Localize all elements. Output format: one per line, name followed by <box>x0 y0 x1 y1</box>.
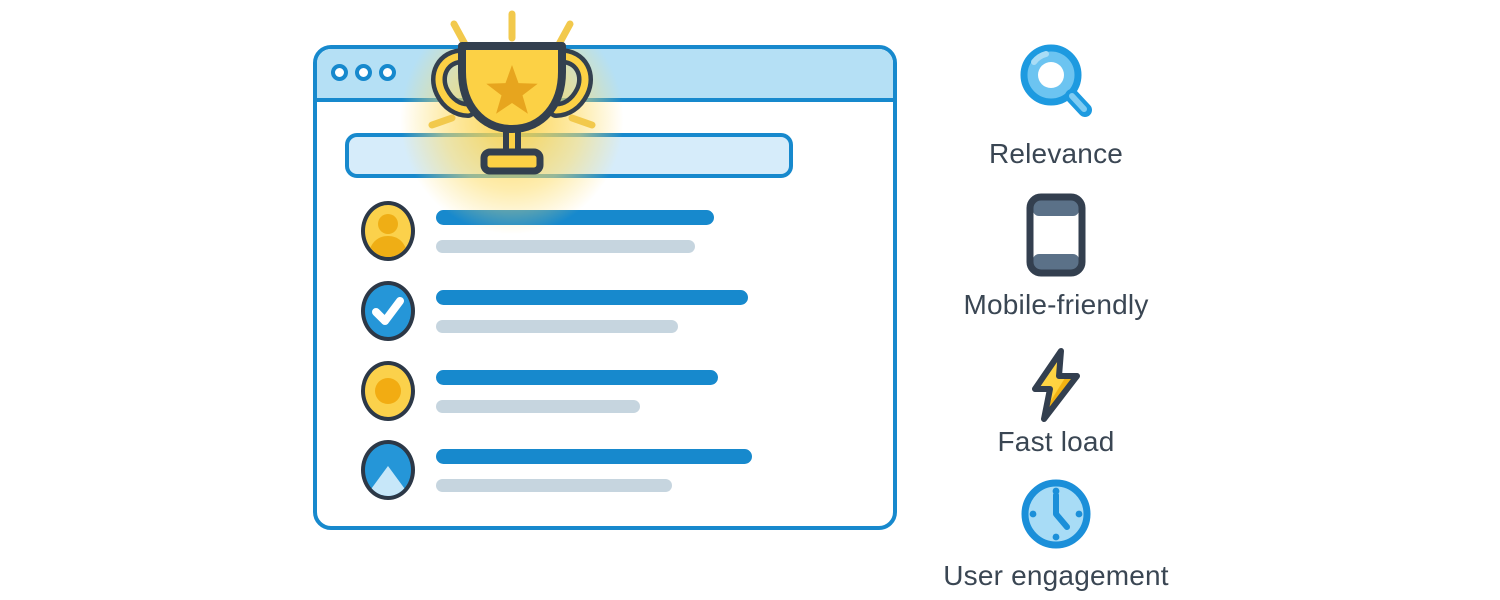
trophy-icon <box>420 8 610 178</box>
coin-avatar-icon <box>361 361 415 421</box>
result-row <box>361 201 714 261</box>
result-text-bars <box>436 289 748 333</box>
factor-user-engagement: User engagement <box>936 478 1176 592</box>
window-control-dot <box>379 64 396 81</box>
result-text-bars <box>436 369 718 413</box>
factor-label: Relevance <box>988 138 1124 169</box>
result-title-bar <box>436 209 714 225</box>
clock-icon <box>1021 479 1091 549</box>
image-thumbnail-icon <box>361 440 415 500</box>
result-subtitle-bar <box>436 319 678 333</box>
result-title-bar <box>436 369 718 385</box>
smartphone-icon <box>1026 193 1086 277</box>
result-subtitle-bar <box>436 478 672 492</box>
factor-fast-load: Fast load <box>936 346 1176 458</box>
factor-label: Fast load <box>997 426 1115 457</box>
window-control-dot <box>355 64 372 81</box>
window-controls <box>331 64 396 81</box>
factor-label: Mobile-friendly <box>963 289 1149 320</box>
factor-relevance: Relevance <box>936 40 1176 170</box>
result-row <box>361 440 752 500</box>
person-avatar-icon <box>361 201 415 261</box>
result-subtitle-bar <box>436 399 640 413</box>
result-row <box>361 281 748 341</box>
result-title-bar <box>436 289 748 305</box>
result-row <box>361 361 718 421</box>
result-text-bars <box>436 209 714 253</box>
checkmark-badge-icon <box>361 281 415 341</box>
factor-mobile-friendly: Mobile-friendly <box>936 193 1176 321</box>
result-text-bars <box>436 448 752 492</box>
result-title-bar <box>436 448 752 464</box>
lightning-bolt-icon <box>1032 348 1080 422</box>
window-control-dot <box>331 64 348 81</box>
magnifying-glass-icon <box>1020 44 1092 117</box>
factor-label: User engagement <box>943 560 1169 591</box>
result-subtitle-bar <box>436 239 695 253</box>
